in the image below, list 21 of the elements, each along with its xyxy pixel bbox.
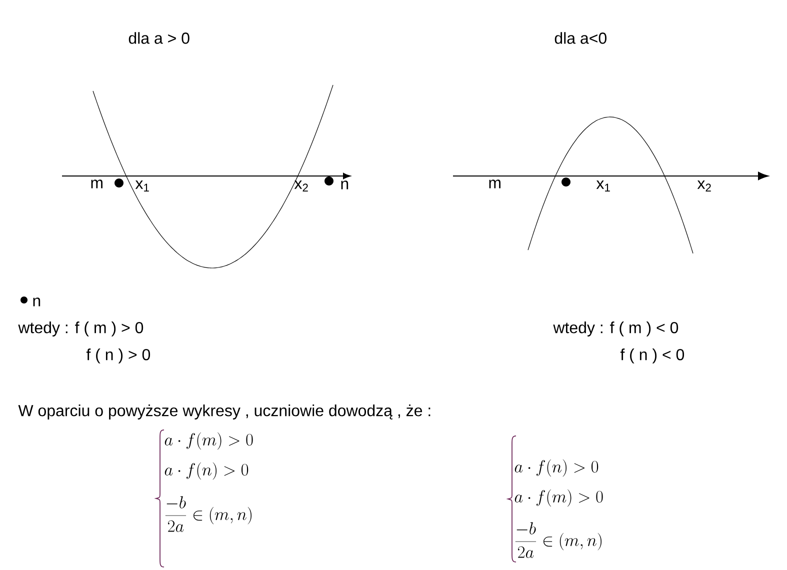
point-label: n <box>33 298 40 306</box>
point-label: n <box>341 180 348 190</box>
condition-text: wtedy : f ( m ) < 0 <box>553 322 678 336</box>
condition-text: wtedy : f ( m ) > 0 <box>18 322 144 336</box>
point-label: m <box>91 180 102 188</box>
point-label: x$_{2}$ <box>294 180 308 192</box>
formula: $\frac{-b}{2a} \in (m,n)$ <box>515 522 602 558</box>
formula: $a \cdot f(m) > 0$ <box>164 432 253 450</box>
sentence-text: W oparciu o powyższe wykresy , uczniowie dowodzą , że : <box>18 404 430 420</box>
heading-text: dla a > 0 <box>128 32 190 44</box>
condition-text: f ( n ) > 0 <box>86 348 150 364</box>
formula: $\frac{-b}{2a} \in (m,n)$ <box>165 496 252 532</box>
point-label: x$_{1}$ <box>596 180 610 192</box>
heading-text: dla a<0 <box>554 32 606 44</box>
point-label: x$_{2}$ <box>697 180 711 192</box>
point-label: x$_{1}$ <box>135 180 149 192</box>
condition-text: f ( n ) < 0 <box>620 348 684 364</box>
formula: $a \cdot f(n) > 0$ <box>164 462 248 480</box>
formula: $a \cdot f(n) > 0$ <box>514 459 598 477</box>
point-label: m <box>489 180 500 188</box>
formula: $a \cdot f(m) > 0$ <box>514 489 603 507</box>
